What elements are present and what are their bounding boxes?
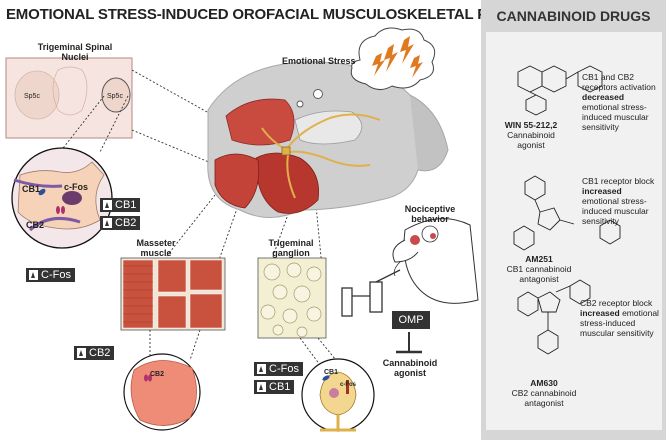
ganglion-cfos-label: c-Fos: [340, 382, 357, 388]
nuclei-cb2-badge: CB2: [100, 216, 141, 230]
masseter-cb2-badge: CB2: [74, 346, 115, 360]
masseter-cb2-label: CB2: [150, 371, 165, 378]
sp5c-left-label: Sp5c: [24, 93, 40, 100]
up-arrow-icon: [257, 364, 266, 374]
up-arrow-icon: [77, 348, 86, 358]
ganglion-cb1-badge: CB1: [254, 380, 295, 394]
nociceptive-label: Nociceptive behavior: [404, 204, 456, 224]
drug-label-am630: AM630 CB2 cannabinoid antagonist: [511, 378, 577, 408]
von-frey-instrument: [341, 269, 401, 317]
cannabinoid-agonist-label: Cannabinoid agonist: [382, 358, 438, 378]
masseter-label: Masseter muscle: [136, 238, 176, 258]
sp5c-left-region: [14, 70, 60, 120]
am630-structure: [517, 291, 539, 317]
sp5c-right-region: [101, 77, 131, 113]
up-arrow-icon: [29, 270, 38, 280]
drug-label-am251: AM251 CB1 cannabinoid antagonist: [506, 254, 572, 284]
nuclei-cb1-badge: CB1: [100, 198, 141, 212]
nuclei-cfos-badge: C-Fos: [26, 268, 75, 282]
emotional-stress-label: Emotional Stress: [282, 56, 356, 66]
up-arrow-icon: [257, 382, 266, 392]
cannabinoid-panel-title: CANNABINOID DRUGS: [496, 8, 651, 24]
nuclei-cfos-label: c-Fos: [64, 182, 89, 192]
ganglion-cfos-badge: C-Fos: [254, 362, 303, 376]
nuclei-cb1-label: CB1: [22, 184, 41, 194]
up-arrow-icon: [103, 200, 112, 210]
am251-structure: [524, 175, 546, 201]
lightning-icon: [372, 36, 423, 78]
win55-structure: [517, 65, 543, 93]
up-arrow-icon: [103, 218, 112, 228]
trigeminal-ganglion-label: Trigeminal ganglion: [268, 238, 314, 258]
drug-structures: [513, 65, 621, 355]
trigeminal-nuclei-label: Trigeminal Spinal Nuclei: [37, 42, 113, 62]
drug-effect-am251: CB1 receptor block increased emotional s…: [582, 176, 655, 226]
main-title: EMOTIONAL STRESS-INDUCED OROFACIAL MUSCU…: [6, 6, 512, 23]
rat-figure: [403, 218, 479, 304]
sp5c-right-label: Sp5c: [107, 93, 123, 100]
drug-effect-win55: CB1 and CB2 receptors activation decreas…: [582, 72, 656, 132]
omp-box: OMP: [392, 311, 430, 329]
temporal-muscle: [225, 98, 295, 146]
ganglion-cb1-label: CB1: [324, 369, 339, 376]
drug-effect-am630: CB2 receptor block increased emotional s…: [580, 298, 659, 338]
drug-label-win55: WIN 55-212,2 Cannabinoid agonist: [504, 120, 558, 150]
nuclei-cb2-label: CB2: [26, 220, 45, 230]
